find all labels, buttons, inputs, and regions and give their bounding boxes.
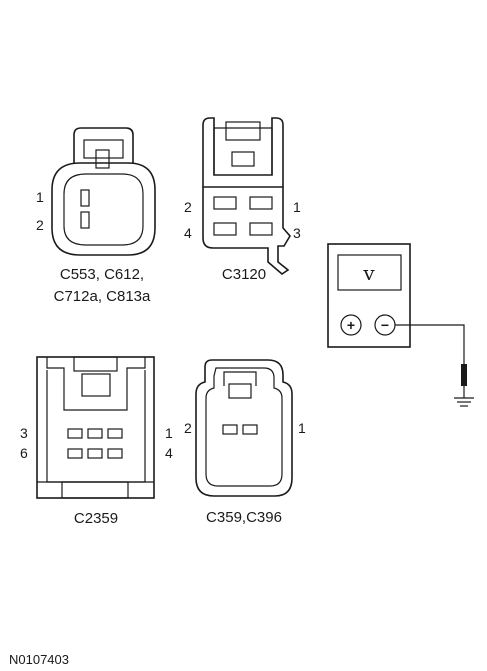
negative-terminal-label: −: [381, 317, 389, 333]
connector-label: C359,C396: [206, 509, 282, 526]
connector-label: C553, C612,: [60, 266, 144, 283]
ground-lead: [395, 324, 474, 407]
pin-label: 6: [20, 445, 28, 461]
figure-id: N0107403: [9, 652, 69, 667]
pin-label: 2: [184, 420, 192, 436]
probe-tip-icon: [461, 364, 467, 386]
connector-c359-group: 2 1 C359,C396: [184, 359, 306, 526]
pin-label: 2: [36, 217, 44, 233]
ground-icon: [454, 397, 474, 407]
multimeter: v + −: [327, 243, 411, 348]
connector-c3120-group: 2 1 4 3 C3120: [184, 117, 301, 283]
pin-label: 1: [298, 420, 306, 436]
pin-label: 4: [165, 445, 173, 461]
pin-label: 3: [20, 425, 28, 441]
connector-c2359-group: 3 1 6 4 C2359: [20, 356, 173, 527]
connector-label: C2359: [74, 510, 118, 527]
pin-label: 3: [293, 225, 301, 241]
positive-terminal: [340, 314, 362, 336]
pin-label: 4: [184, 225, 192, 241]
pin-label: 1: [165, 425, 173, 441]
connector-label: C3120: [222, 266, 266, 283]
positive-terminal-label: +: [347, 317, 355, 333]
voltage-symbol-icon: v: [362, 261, 375, 285]
pin-label: 2: [184, 199, 192, 215]
pin-label: 1: [36, 189, 44, 205]
connector-label: C712a, C813a: [54, 288, 151, 305]
pin-label: 1: [293, 199, 301, 215]
connector-c553-group: 1 2 C553, C612, C712a, C813a: [36, 127, 156, 305]
meter-display: [337, 254, 402, 291]
